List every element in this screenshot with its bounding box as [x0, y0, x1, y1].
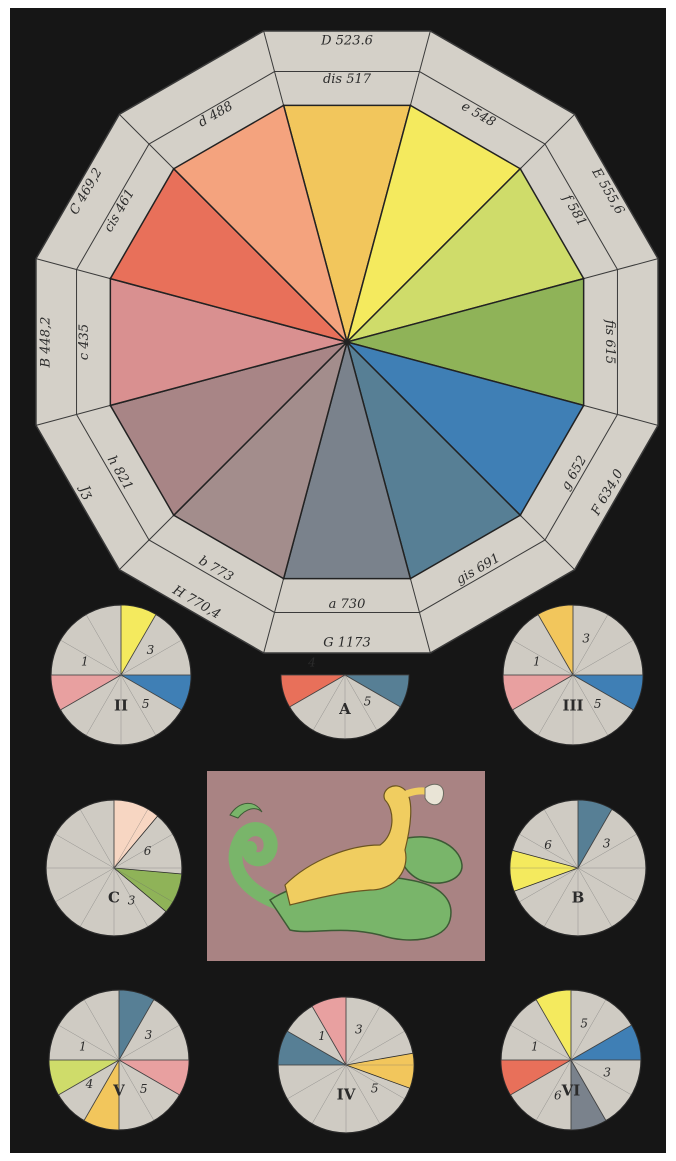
disc-wedge-number: 6 — [544, 838, 552, 852]
sector-inner-label: c 435 — [77, 324, 92, 360]
sector-inner-label: dis 517 — [323, 72, 372, 87]
disc-label: IV — [337, 1086, 356, 1104]
disc-wedge-number: 1 — [79, 1039, 87, 1053]
disc-wedge-number: 3 — [582, 631, 590, 645]
disc-wedge-number: 5 — [371, 1082, 379, 1096]
disc-label: V — [112, 1082, 125, 1100]
disc-wedge-number: 3 — [355, 1022, 363, 1036]
sector-outer-label: B 448,2 — [39, 317, 54, 369]
disc-wedge-number: 3 — [145, 1028, 153, 1042]
disc-VI: 5361VI — [501, 990, 641, 1130]
disc-wedge-number: 1 — [81, 654, 89, 668]
mythic-illustration — [207, 771, 485, 961]
disc-wedge-number: 5 — [142, 697, 150, 711]
disc-C: 6 3C — [46, 800, 182, 936]
disc-wedge-number: 3 — [603, 1066, 611, 1080]
disc-wedge-number: 5 — [580, 1016, 588, 1030]
sector-inner-label: fis 615 — [602, 319, 617, 364]
sector-inner-label: a 730 — [329, 597, 366, 612]
disc-label: III — [562, 697, 583, 715]
disc-wedge-number: 1 — [533, 654, 541, 668]
disc-wedge-number: 5 — [364, 694, 372, 708]
disc-wedge-number: 4 — [307, 655, 316, 669]
disc-B: 3 6B — [510, 800, 646, 936]
disc-label: A — [338, 700, 351, 718]
disc-wedge-number: 1 — [318, 1029, 326, 1043]
disc-wedge-number: 3 — [603, 836, 611, 850]
disc-II: 3 5 1II — [51, 605, 191, 745]
disc-wedge-number: 5 — [594, 697, 602, 711]
disc-wedge-number: 5 — [140, 1082, 148, 1096]
disc-label: B — [572, 889, 585, 907]
disc-wedge-number: 3 — [147, 643, 155, 657]
disc-label: VI — [561, 1082, 581, 1100]
disc-IV: 3 5 1IV — [278, 997, 414, 1133]
disc-wedge-number: 1 — [531, 1039, 539, 1053]
disc-label: II — [114, 697, 128, 715]
sector-outer-label: D 523.6 — [320, 34, 373, 49]
disc-label: C — [108, 889, 120, 907]
disc-wedge-number: 3 — [128, 894, 136, 908]
wheel-center — [344, 339, 350, 345]
cloth-drape — [425, 784, 444, 805]
disc-wedge-number: 6 — [144, 844, 152, 858]
sector-outer-label: G 1173 — [323, 636, 371, 651]
